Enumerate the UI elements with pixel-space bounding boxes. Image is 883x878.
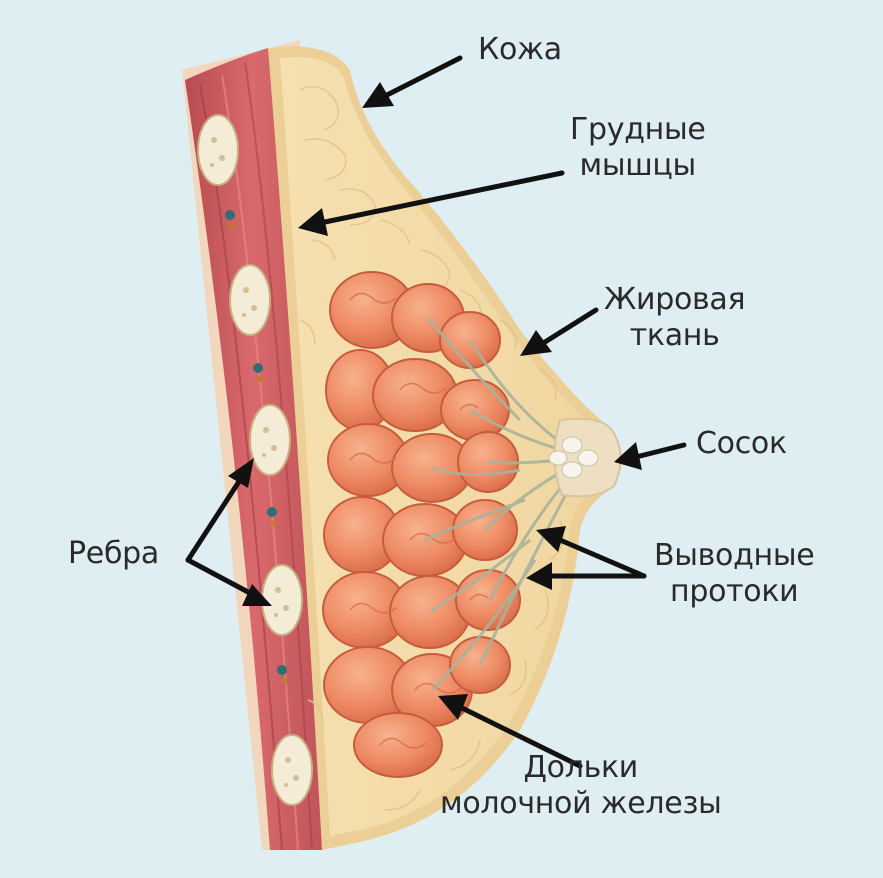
arrow-nipple xyxy=(614,442,684,470)
label-pectoral-muscles: Грудные мышцы xyxy=(570,112,706,184)
label-ribs: Ребра xyxy=(68,536,159,572)
arrow-adipose-tissue xyxy=(520,310,596,356)
label-ducts: Выводные протоки xyxy=(654,538,814,610)
label-skin: Кожа xyxy=(478,32,562,68)
label-adipose-tissue: Жировая ткань xyxy=(604,282,745,354)
label-nipple: Сосок xyxy=(696,426,787,462)
arrow-skin xyxy=(362,58,460,108)
label-lobules: Дольки молочной железы xyxy=(440,750,722,822)
